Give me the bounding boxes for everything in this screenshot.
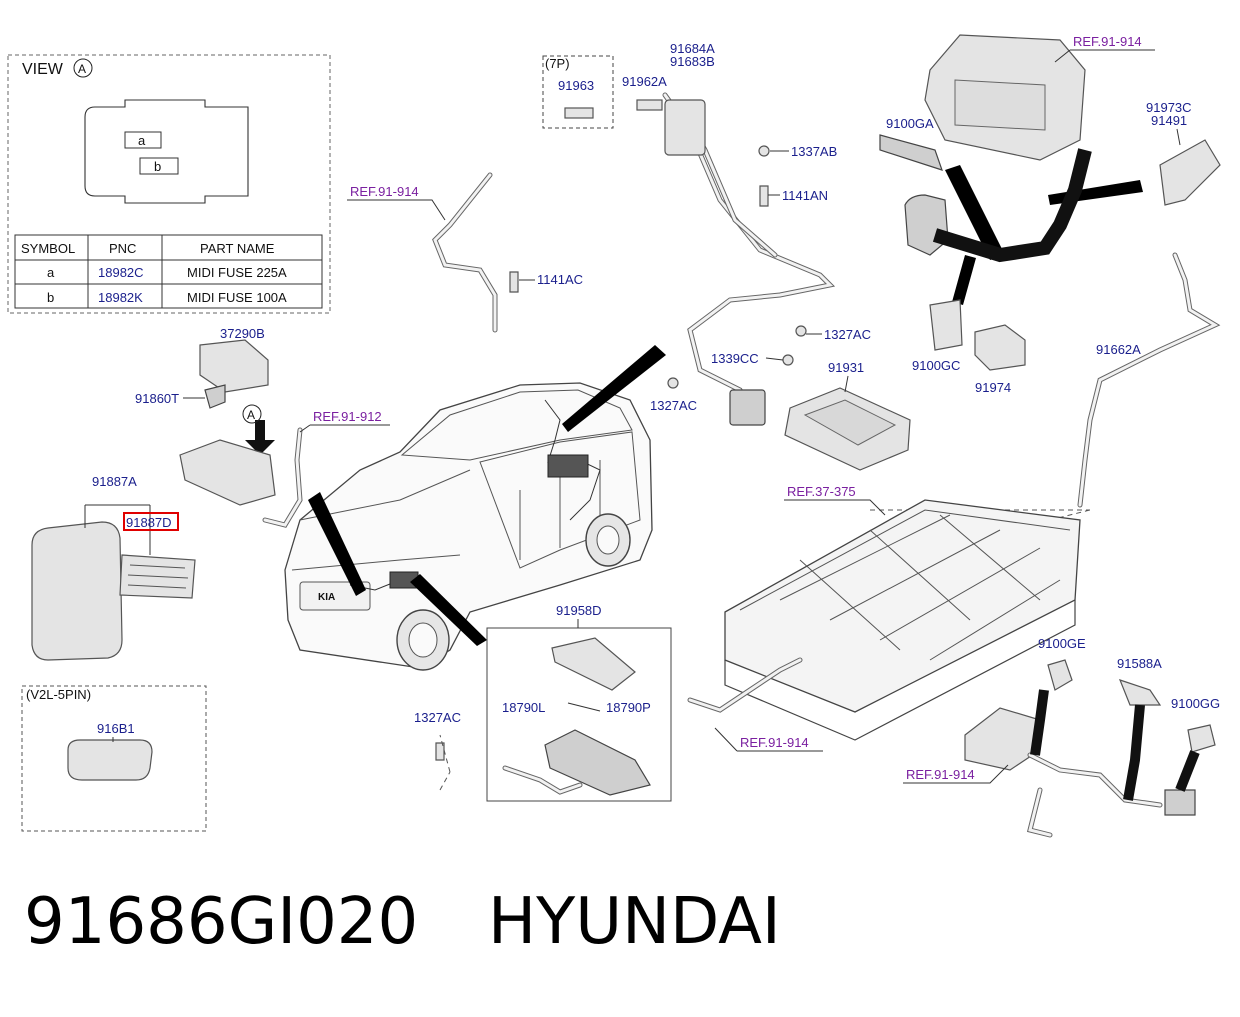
view-title: VIEW (22, 61, 64, 78)
table-cell-symbol: b (47, 290, 54, 305)
label-18790P[interactable]: 18790P (606, 700, 651, 715)
table-cell-symbol: a (47, 265, 55, 280)
label-9100GE[interactable]: 9100GE (1038, 636, 1086, 651)
arrow-a-icon (245, 420, 275, 455)
ground-cable (432, 172, 498, 333)
label-91931[interactable]: 91931 (828, 360, 864, 375)
fuse-slot-a-label: a (138, 133, 146, 148)
table-header-pnc: PNC (109, 241, 136, 256)
view-a-panel: VIEW A a b SYMBOL PNC PART NAME a 18982C… (7, 54, 331, 314)
protector-91974 (974, 324, 1026, 371)
label-9100GG[interactable]: 9100GG (1171, 696, 1220, 711)
label-916B1[interactable]: 916B1 (97, 721, 135, 736)
cover-91973C (1159, 139, 1221, 206)
label-91588A[interactable]: 91588A (1117, 656, 1162, 671)
ref-91-914[interactable]: REF.91-914 (906, 767, 975, 782)
label-1327AC[interactable]: 1327AC (650, 398, 697, 413)
marker-a-icon (242, 404, 262, 424)
charge-port-assembly (486, 627, 672, 802)
label-9100GA[interactable]: 9100GA (886, 116, 934, 131)
table-cell-part-name: MIDI FUSE 100A (187, 290, 287, 305)
label-91887D[interactable]: 91887D (126, 515, 172, 530)
svg-text:KIA: KIA (318, 592, 335, 603)
label-1339CC[interactable]: 1339CC (711, 351, 759, 366)
label-91860T[interactable]: 91860T (135, 391, 179, 406)
label-91962A[interactable]: 91962A (622, 74, 667, 89)
label-91684A[interactable]: 91684A (670, 41, 715, 56)
view-circle-icon (73, 58, 93, 78)
label-1327AC[interactable]: 1327AC (414, 710, 461, 725)
label-9100GC[interactable]: 9100GC (912, 358, 960, 373)
fuse-slot-b (139, 157, 179, 175)
label-91683B[interactable]: 91683B (670, 54, 715, 69)
label-91974[interactable]: 91974 (975, 380, 1011, 395)
ref-91-914[interactable]: REF.91-914 (740, 735, 809, 750)
pointer-wedges (308, 165, 1143, 646)
label-1337AB[interactable]: 1337AB (791, 144, 837, 159)
high-voltage-harness (662, 92, 836, 426)
fuse-slot-b-label: b (154, 159, 161, 174)
bracket-91860T (204, 384, 226, 409)
label-7p: (7P) (545, 56, 570, 71)
table-header-part-name: PART NAME (200, 241, 275, 256)
table-cell-pnc[interactable]: 18982C (98, 265, 144, 280)
v2l-panel (21, 685, 207, 832)
fuse-slot-a (124, 131, 162, 149)
cap-916B1 (67, 739, 153, 781)
highlight-box (123, 512, 179, 531)
fastener-icons (435, 145, 807, 761)
brand-caption: HYUNDAI (488, 885, 781, 959)
label-91887A[interactable]: 91887A (92, 474, 137, 489)
lower-right-harness (964, 659, 1216, 838)
junction-block (179, 439, 276, 506)
sleeve-9100GA (879, 134, 943, 171)
fuse-table (14, 234, 323, 309)
table-cell-pnc[interactable]: 18982K (98, 290, 143, 305)
vehicle-illustration: KIA (284, 382, 653, 671)
view-circle-letter: A (78, 62, 86, 76)
label-1327AC[interactable]: 1327AC (824, 327, 871, 342)
label-1141AC[interactable]: 1141AC (537, 272, 583, 287)
fuse-box-outline (84, 99, 249, 204)
cover-91887A (31, 521, 123, 661)
label-v2l-5pin: (V2L-5PIN) (26, 687, 91, 702)
label-1141AN[interactable]: 1141AN (782, 188, 828, 203)
battery-pack (724, 499, 1081, 741)
label-91973C[interactable]: 91973C (1146, 100, 1192, 115)
ref-91-914[interactable]: REF.91-914 (1073, 34, 1142, 49)
inverter-assembly (879, 34, 1221, 371)
ref-37-375[interactable]: REF.37-375 (787, 484, 856, 499)
label-91963[interactable]: 91963 (558, 78, 594, 93)
label-91958D[interactable]: 91958D (556, 603, 602, 618)
table-header-symbol: SYMBOL (21, 241, 75, 256)
table-cell-part-name: MIDI FUSE 225A (187, 265, 287, 280)
marker-a-label: A (247, 408, 255, 422)
callout-labels: (7P) 91963 91962A 91684A 91683B 1337AB 1… (26, 34, 1220, 784)
part-number-caption: 91686GI020 (24, 885, 419, 959)
7p-connector-group (542, 55, 663, 129)
ref-91-912[interactable]: REF.91-912 (313, 409, 382, 424)
ref-91-914[interactable]: REF.91-914 (350, 184, 419, 199)
label-18790L[interactable]: 18790L (502, 700, 545, 715)
grommet-9100GC (929, 299, 963, 351)
label-37290B[interactable]: 37290B (220, 326, 265, 341)
relay-cover-37290B (199, 339, 269, 393)
label-91662A[interactable]: 91662A (1096, 342, 1141, 357)
label-91491[interactable]: 91491 (1151, 113, 1187, 128)
